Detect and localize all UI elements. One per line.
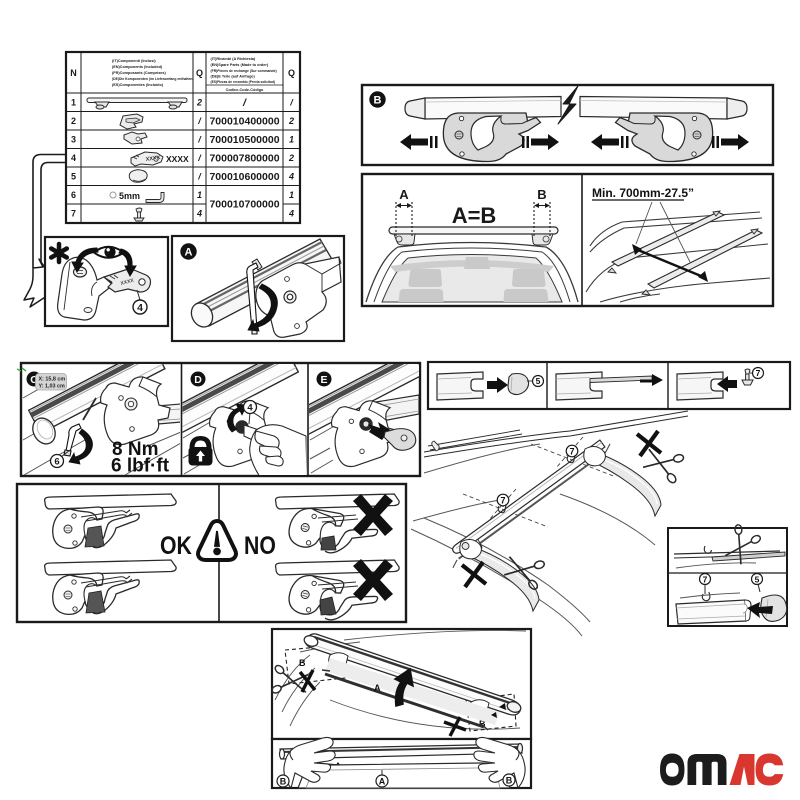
- svg-text:4: 4: [247, 403, 253, 414]
- svg-text:/: /: [197, 172, 202, 182]
- svg-text:7: 7: [703, 574, 708, 584]
- svg-text:A: A: [399, 187, 409, 202]
- svg-text:7: 7: [500, 495, 505, 505]
- svg-text:A: A: [379, 776, 386, 786]
- svg-text:/: /: [289, 98, 294, 108]
- svg-text:A=B: A=B: [452, 203, 497, 228]
- svg-text:700010500000: 700010500000: [209, 134, 279, 146]
- svg-text:(IT)Ricambi (A Richiesta): (IT)Ricambi (A Richiesta): [211, 57, 257, 61]
- svg-text:6: 6: [71, 190, 76, 200]
- svg-text:X: 15,8 cm: X: 15,8 cm: [39, 377, 66, 383]
- svg-text:(FR)Pieces de rechange (Sur co: (FR)Pieces de rechange (Sur commande): [211, 69, 277, 73]
- svg-text:7: 7: [569, 446, 574, 456]
- svg-text:(ES)Piezas de recambio (Previa: (ES)Piezas de recambio (Previa solicitud…: [211, 80, 276, 84]
- svg-text:B: B: [479, 719, 486, 729]
- svg-text:/: /: [197, 153, 202, 163]
- svg-text:5: 5: [755, 574, 760, 584]
- svg-text:700010400000: 700010400000: [209, 116, 279, 128]
- svg-text:1: 1: [71, 98, 76, 108]
- svg-text:700010600000: 700010600000: [209, 171, 279, 183]
- svg-text:B: B: [506, 775, 513, 785]
- svg-text:4: 4: [137, 302, 143, 314]
- svg-text:B: B: [374, 94, 382, 106]
- svg-text:4: 4: [196, 209, 202, 219]
- svg-text:XXXX: XXXX: [120, 278, 135, 287]
- svg-text:700007800000: 700007800000: [209, 153, 279, 165]
- svg-text:4: 4: [288, 209, 294, 219]
- svg-text:1: 1: [289, 135, 294, 145]
- svg-text:2: 2: [288, 116, 294, 126]
- svg-text:8 Nm: 8 Nm: [112, 439, 158, 460]
- svg-text:3: 3: [71, 135, 76, 145]
- svg-text:4: 4: [71, 153, 76, 163]
- svg-text:B: B: [299, 658, 306, 668]
- svg-text:B: B: [280, 776, 287, 786]
- svg-text:OK: OK: [160, 531, 192, 559]
- svg-text:Codice-Code-Código: Codice-Code-Código: [226, 88, 264, 92]
- svg-text:1: 1: [289, 190, 294, 200]
- svg-text:A: A: [185, 246, 193, 258]
- svg-text:7: 7: [71, 209, 76, 219]
- svg-text:C: C: [30, 374, 38, 386]
- svg-text:(EN)Spare Parts (Made to order: (EN)Spare Parts (Made to order): [211, 63, 269, 67]
- svg-text:2: 2: [71, 116, 76, 126]
- svg-text:5mm: 5mm: [119, 191, 140, 201]
- svg-text:700010700000: 700010700000: [209, 199, 279, 211]
- svg-text:/: /: [197, 135, 202, 145]
- svg-text:4: 4: [288, 172, 294, 182]
- svg-text:(IT)Componenti (Inclusi): (IT)Componenti (Inclusi): [112, 59, 156, 63]
- svg-text:Q: Q: [196, 68, 203, 78]
- svg-text:Q: Q: [288, 68, 295, 78]
- svg-text:6 lbf·ft: 6 lbf·ft: [111, 456, 170, 477]
- svg-text:(EN)Components (Included): (EN)Components (Included): [112, 65, 163, 69]
- svg-text:7: 7: [756, 368, 761, 378]
- svg-text:5: 5: [71, 172, 76, 182]
- svg-text:Min. 700mm-27.5”: Min. 700mm-27.5”: [592, 186, 694, 200]
- svg-text:Y: 1,03 cm: Y: 1,03 cm: [39, 384, 65, 390]
- svg-text:2: 2: [288, 153, 294, 163]
- svg-text:5: 5: [536, 376, 541, 386]
- svg-text:1: 1: [197, 190, 202, 200]
- svg-text:XXXX: XXXX: [166, 154, 189, 164]
- svg-text:2: 2: [196, 98, 202, 108]
- svg-text:(DE)E Teile (auf Anfrage): (DE)E Teile (auf Anfrage): [211, 75, 256, 79]
- svg-text:(ES)Componentes (Incluido): (ES)Componentes (Incluido): [112, 83, 164, 87]
- svg-text:/: /: [242, 97, 247, 109]
- svg-text:XXXX: XXXX: [145, 155, 161, 163]
- svg-text:(FR)Composants (Comprises): (FR)Composants (Comprises): [112, 71, 167, 75]
- svg-text:B: B: [537, 187, 546, 202]
- svg-text:A: A: [374, 683, 381, 693]
- svg-text:N: N: [70, 68, 77, 78]
- svg-text:6: 6: [54, 457, 59, 468]
- svg-text:D: D: [194, 374, 202, 386]
- svg-text:NO: NO: [244, 531, 276, 559]
- svg-text:(DE)Die Komponenten (im Liefer: (DE)Die Komponenten (im Lieferumfang ent…: [112, 77, 194, 81]
- svg-text:/: /: [197, 116, 202, 126]
- svg-text:E: E: [320, 374, 327, 386]
